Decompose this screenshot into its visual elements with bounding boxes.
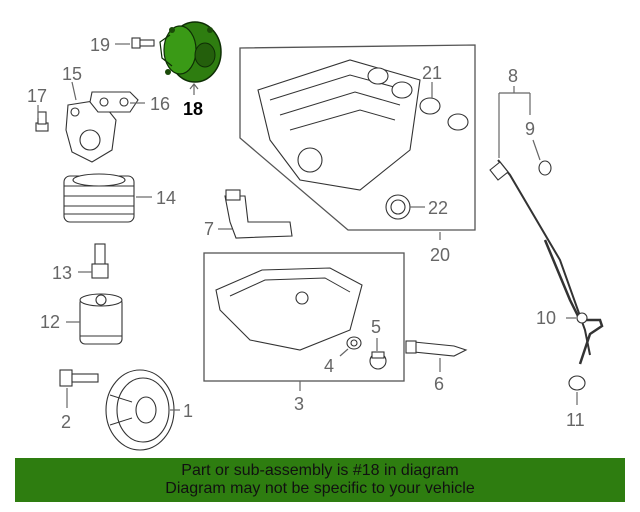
part-9-o-ring[interactable] [538, 160, 552, 176]
callout-18: 18 [183, 99, 203, 119]
part-22-gasket[interactable] [385, 194, 411, 220]
callout-19: 19 [90, 35, 110, 55]
part-18-water-pump[interactable] [159, 21, 222, 83]
part-13-adapter[interactable] [91, 243, 109, 279]
callout-13: 13 [52, 263, 72, 283]
callout-4: 4 [324, 356, 334, 376]
callout-2: 2 [61, 412, 71, 432]
part-2-bolt[interactable] [59, 369, 99, 387]
part-20-intake-manifold-box[interactable] [239, 44, 476, 231]
banner-line-1: Part or sub-assembly is #18 in diagram [181, 462, 459, 479]
callout-22: 22 [428, 198, 448, 218]
part-21-seals[interactable] [367, 67, 469, 131]
part-12-oil-filter[interactable] [79, 293, 123, 345]
callout-8: 8 [508, 66, 518, 86]
part-3-oil-pan-box[interactable] [203, 252, 405, 382]
part-10-dipstick-tube[interactable] [543, 239, 604, 365]
callout-7: 7 [204, 219, 214, 239]
part-5-drain-plug[interactable] [369, 351, 387, 370]
callout-14: 14 [156, 188, 176, 208]
part-16-gasket[interactable] [89, 91, 139, 113]
callout-9: 9 [525, 119, 535, 139]
callout-17: 17 [27, 86, 47, 106]
callout-5: 5 [371, 317, 381, 337]
callout-21: 21 [422, 63, 442, 83]
callout-15: 15 [62, 64, 82, 84]
part-14-oil-cooler[interactable] [63, 173, 135, 223]
callout-6: 6 [434, 374, 444, 394]
callout-10: 10 [536, 308, 556, 328]
part-7-sensor[interactable] [224, 189, 293, 239]
part-4-washer[interactable] [346, 336, 362, 350]
part-1-pulley[interactable] [105, 369, 175, 451]
callout-11: 11 [566, 410, 585, 430]
callout-12: 12 [40, 312, 60, 332]
part-8-dipstick[interactable] [489, 159, 591, 356]
banner-line-2: Diagram may not be specific to your vehi… [165, 480, 475, 497]
part-19-bolt[interactable] [131, 37, 155, 49]
part-6-sealant-tube[interactable] [405, 340, 468, 357]
part-11-seal[interactable] [568, 375, 586, 391]
callout-16: 16 [150, 94, 170, 114]
callout-20: 20 [430, 245, 450, 265]
callout-1: 1 [183, 401, 193, 421]
info-banner: Part or sub-assembly is #18 in diagram D… [15, 458, 625, 502]
callout-3: 3 [294, 394, 304, 414]
parts-diagram: 1 2 3 4 5 6 7 8 9 10 11 12 13 14 15 16 1… [27, 21, 604, 451]
